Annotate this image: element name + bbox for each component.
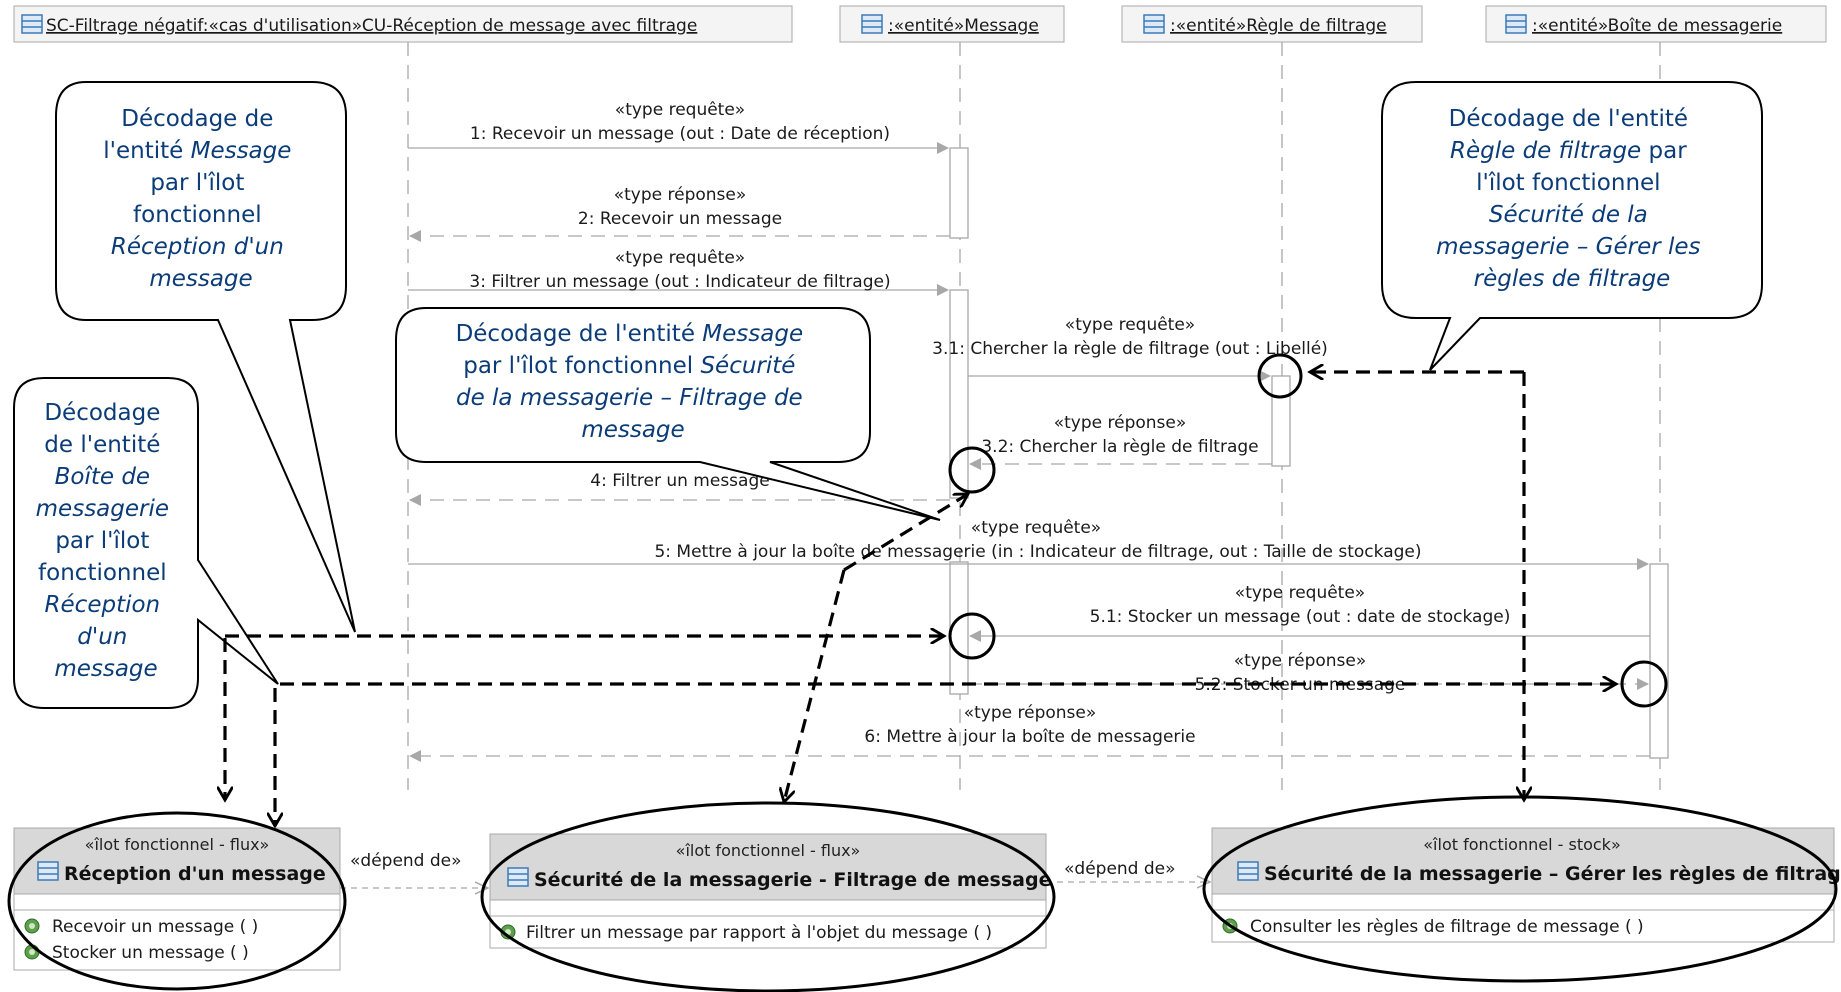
message-3-2-stereotype: «type réponse» (1054, 413, 1187, 433)
callout-bubble (395, 307, 941, 521)
callout-1-text: Décodage de l'entité Message par l'îlot … (103, 106, 298, 292)
message-5-2-stereotype: «type réponse» (1234, 651, 1367, 671)
dependency-1: «dépend de» (340, 851, 488, 888)
lifeline-label: :«entité»Boîte de messagerie (1532, 16, 1782, 36)
class-icon (1143, 14, 1165, 34)
component-gerer-regles[interactable]: «îlot fonctionnel - stock» Sécurité de l… (1211, 827, 1841, 943)
lifeline-label: :«entité»Message (888, 16, 1039, 36)
class-icon (861, 14, 883, 34)
activation-bar (949, 147, 969, 239)
component-title: Réception d'un message (64, 863, 326, 885)
lifeline-header-regle[interactable]: :«entité»Règle de filtrage (1121, 5, 1423, 43)
dependency-label: «dépend de» (1064, 859, 1176, 879)
message-2-stereotype: «type réponse» (614, 185, 747, 205)
component-icon (37, 861, 59, 881)
decoding-arrows (225, 372, 1616, 826)
callout-4: Décodage de l'entité Boîte de messagerie… (13, 377, 279, 709)
message-labels: «type requête» 1: Recevoir un message (o… (469, 100, 1510, 747)
component-icon (1237, 861, 1259, 881)
operation: Stocker un message ( ) (52, 943, 249, 963)
component-highlight-ellipses (7, 795, 1838, 992)
activation-bars (949, 147, 1669, 759)
component-title: Sécurité de la messagerie - Filtrage de … (534, 869, 1051, 891)
callout-bubble (55, 81, 356, 633)
message-3-1-stereotype: «type requête» (1065, 315, 1195, 335)
highlight-circles (948, 353, 1668, 708)
operation-icon (24, 918, 40, 934)
callout-2: Décodage de l'entité Règle de filtrage p… (1381, 81, 1763, 371)
lifeline-label: SC-Filtrage négatif:«cas d'utilisation»C… (46, 16, 697, 36)
highlight-circle (948, 612, 996, 660)
callout-bubble (1381, 81, 1763, 371)
highlight-circle (1620, 660, 1668, 708)
component-filtrage[interactable]: «îlot fonctionnel - flux» Sécurité de la… (489, 833, 1051, 949)
lifeline-header-boite[interactable]: :«entité»Boîte de messagerie (1485, 5, 1827, 43)
component-stereotype: «îlot fonctionnel - flux» (85, 835, 270, 854)
arrow-diagonal-up (843, 494, 968, 572)
class-icon (1505, 14, 1527, 34)
class-icon (21, 14, 43, 34)
operation: Filtrer un message par rapport à l'objet… (526, 923, 992, 943)
message-2-label: 2: Recevoir un message (578, 209, 782, 229)
message-arrows (408, 142, 1650, 762)
component-title: Sécurité de la messagerie – Gérer les rè… (1264, 863, 1841, 885)
message-4-label: 4: Filtrer un message (590, 471, 769, 491)
activation-bar (949, 289, 969, 499)
component-icon (507, 867, 529, 887)
arrow-diagonal-down (784, 569, 846, 802)
callout-2-text: Décodage de l'entité Règle de filtrage p… (1436, 106, 1708, 292)
highlight-ellipse (480, 801, 1056, 992)
operation: Consulter les règles de filtrage de mess… (1250, 917, 1644, 937)
message-3-1-label: 3.1: Chercher la règle de filtrage (out … (932, 339, 1328, 359)
message-5-1-stereotype: «type requête» (1235, 583, 1365, 603)
dependency-2: «dépend de» (1046, 859, 1210, 882)
lifeline-header-use-case[interactable]: SC-Filtrage négatif:«cas d'utilisation»C… (13, 5, 793, 43)
message-5-1-label: 5.1: Stocker un message (out : date de s… (1090, 607, 1511, 627)
message-6-label: 6: Mettre à jour la boîte de messagerie (864, 727, 1195, 747)
callout-bubble (13, 377, 279, 709)
callout-1: Décodage de l'entité Message par l'îlot … (55, 81, 356, 633)
operation: Recevoir un message ( ) (52, 917, 258, 937)
highlight-ellipse (7, 811, 347, 991)
callout-3: Décodage de l'entité Message par l'îlot … (395, 307, 941, 521)
component-stereotype: «îlot fonctionnel - stock» (1423, 835, 1620, 854)
activation-bar (1271, 375, 1291, 467)
component-stereotype: «îlot fonctionnel - flux» (676, 841, 861, 860)
dependency-label: «dépend de» (350, 851, 462, 871)
lifeline-label: :«entité»Règle de filtrage (1170, 16, 1387, 36)
message-3-label: 3: Filtrer un message (out : Indicateur … (469, 272, 890, 292)
message-5-stereotype: «type requête» (971, 518, 1101, 538)
lifeline-header-message[interactable]: :«entité»Message (839, 5, 1065, 43)
activation-bar (1649, 563, 1669, 759)
message-5-label: 5: Mettre à jour la boîte de messagerie … (654, 542, 1421, 562)
highlight-circle (1257, 353, 1303, 399)
message-3-stereotype: «type requête» (615, 248, 745, 268)
component-reception[interactable]: «îlot fonctionnel - flux» Réception d'un… (13, 827, 341, 971)
message-6-stereotype: «type réponse» (964, 703, 1097, 723)
highlight-circle (948, 446, 996, 494)
callout-4-text: Décodage de l'entité Boîte de messagerie… (36, 400, 177, 682)
highlight-ellipse (1202, 795, 1838, 983)
message-1-stereotype: «type requête» (615, 100, 745, 120)
callout-3-text: Décodage de l'entité Message par l'îlot … (456, 321, 811, 443)
message-3-2-label: 3.2: Chercher la règle de filtrage (981, 437, 1258, 457)
message-1-label: 1: Recevoir un message (out : Date de ré… (470, 124, 890, 144)
